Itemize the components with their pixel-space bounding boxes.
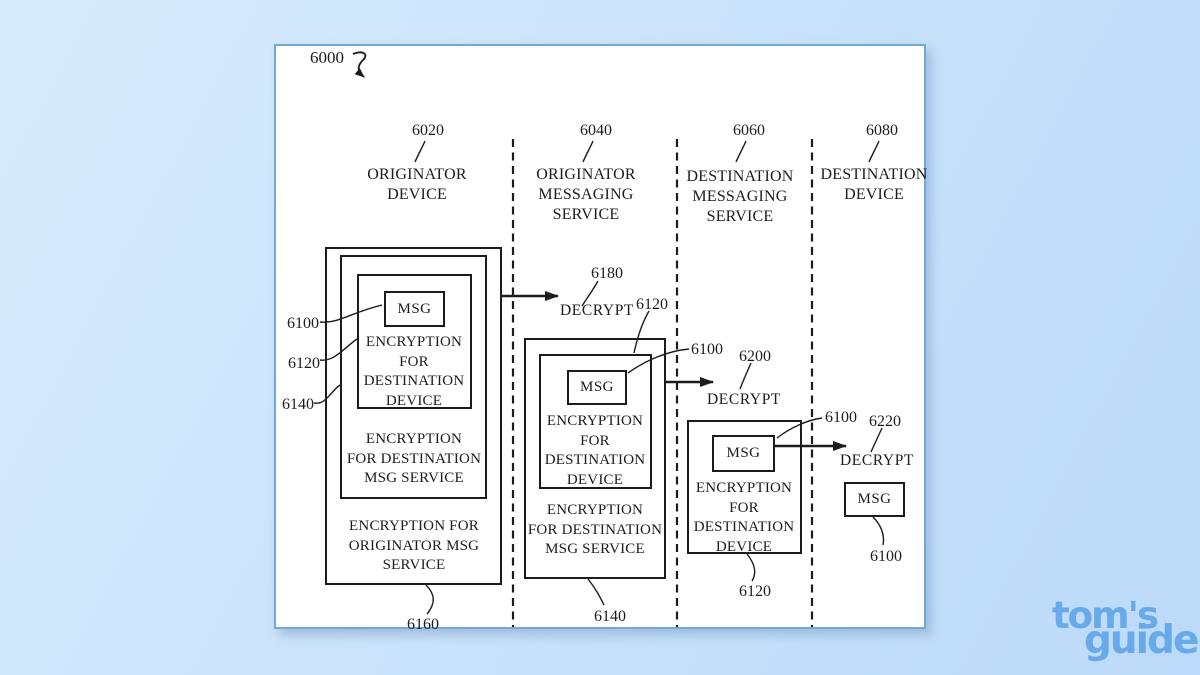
- msg-label: MSG: [726, 445, 761, 461]
- msg-label: MSG: [579, 379, 614, 395]
- col4-msg-box: MSG: [844, 482, 905, 517]
- leader-line: [872, 516, 885, 546]
- column-ref-originator-device: 6020: [412, 122, 444, 139]
- leader-line: [739, 362, 752, 390]
- leader-line: [587, 578, 605, 606]
- leader-line: [735, 140, 747, 163]
- ref-col2-outer: 6140: [594, 608, 626, 625]
- decrypt-step-3: DECRYPT: [840, 452, 914, 469]
- decrypt-step-1: DECRYPT: [560, 302, 634, 319]
- msg-label: MSG: [397, 300, 432, 317]
- leader-line: [582, 140, 594, 163]
- leader-line: [414, 140, 426, 163]
- col1-outer-encryption-box: [325, 247, 502, 585]
- column-title-originator-msg-service: ORIGINATOR MESSAGING SERVICE: [536, 166, 636, 223]
- col2-outer-encryption-box: [524, 338, 666, 579]
- ref-col3-msg: 6100: [825, 409, 857, 426]
- leader-line: [870, 427, 883, 453]
- col1-outer-encryption-text: ENCRYPTION FOR ORIGINATOR MSG SERVICE: [348, 518, 480, 573]
- ref-col1-middle: 6140: [282, 396, 314, 413]
- ref-col1-inner: 6120: [288, 355, 320, 372]
- patent-figure-panel: 6000 6020 6040 6060 6080 ORIGINATOR DEVI…: [274, 44, 928, 633]
- column-title-destination-msg-service: DESTINATION MESSAGING SERVICE: [686, 168, 794, 225]
- col3-msg-box: MSG: [712, 435, 775, 472]
- col1-middle-encryption-box: [340, 255, 487, 499]
- column-title-originator-device: ORIGINATOR DEVICE: [367, 166, 467, 203]
- col2-inner-encryption-text: ENCRYPTION FOR DESTINATION DEVICE: [544, 413, 646, 488]
- ref-col1-outer: 6160: [407, 616, 439, 633]
- ref-col4-msg: 6100: [870, 548, 902, 565]
- leader-line: [746, 553, 756, 582]
- ref-col2-msg: 6100: [691, 341, 723, 358]
- col1-middle-encryption-text: ENCRYPTION FOR DESTINATION MSG SERVICE: [346, 431, 482, 486]
- ref-col3-box: 6120: [739, 583, 771, 600]
- col1-inner-encryption-box: [357, 274, 472, 409]
- ref-col1-msg: 6100: [287, 315, 319, 332]
- decrypt-step-2: DECRYPT: [707, 391, 781, 408]
- ref-col4-decrypt: 6220: [869, 413, 901, 430]
- figure-ref-label: 6000: [310, 48, 344, 67]
- ref-col2-inner: 6120: [636, 296, 668, 313]
- col1-inner-encryption-text: ENCRYPTION FOR DESTINATION DEVICE: [363, 334, 465, 409]
- col1-msg-box: MSG: [384, 291, 445, 327]
- col3-encryption-box: [687, 420, 802, 554]
- figure-ref-arrow: [352, 51, 367, 78]
- col3-encryption-text: ENCRYPTION FOR DESTINATION DEVICE: [693, 480, 795, 555]
- col2-outer-encryption-text: ENCRYPTION FOR DESTINATION MSG SERVICE: [527, 502, 663, 557]
- ref-col3-decrypt: 6200: [739, 348, 771, 365]
- toms-guide-logo-line2: guide: [1084, 618, 1199, 663]
- column-title-destination-device: DESTINATION DEVICE: [820, 166, 928, 203]
- col2-msg-box: MSG: [567, 370, 627, 405]
- leader-line: [868, 140, 880, 163]
- col2-inner-encryption-box: [539, 354, 652, 489]
- toms-guide-logo-line1: tom's: [1052, 594, 1159, 637]
- column-ref-destination-device: 6080: [866, 122, 898, 139]
- msg-label: MSG: [857, 491, 892, 507]
- ref-col2-decrypt: 6180: [591, 265, 623, 282]
- leader-line: [425, 584, 434, 615]
- column-ref-originator-msg-service: 6040: [580, 122, 612, 139]
- column-ref-destination-msg-service: 6060: [733, 122, 765, 139]
